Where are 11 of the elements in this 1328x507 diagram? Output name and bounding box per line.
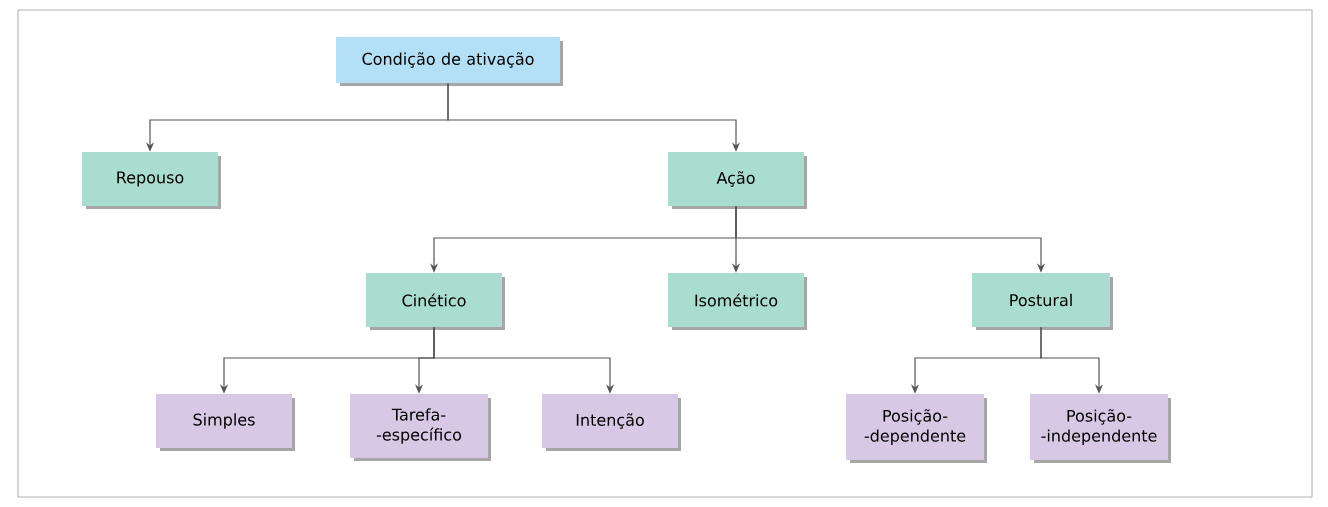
- subtype-box: Intenção: [542, 394, 681, 451]
- category-box: Cinético: [366, 273, 505, 330]
- category-box: Repouso: [82, 152, 221, 209]
- subtype-box: Simples: [156, 394, 295, 451]
- root-box: Condição de ativação: [336, 37, 563, 86]
- subtype-box: Tarefa- -específico: [350, 394, 491, 461]
- category-box: Postural: [972, 273, 1113, 330]
- category-box: Isométrico: [668, 273, 807, 330]
- subtype-box: Posição- -independente: [1030, 394, 1171, 463]
- subtype-box: Posição- -dependente: [846, 394, 987, 463]
- category-box: Ação: [668, 152, 807, 209]
